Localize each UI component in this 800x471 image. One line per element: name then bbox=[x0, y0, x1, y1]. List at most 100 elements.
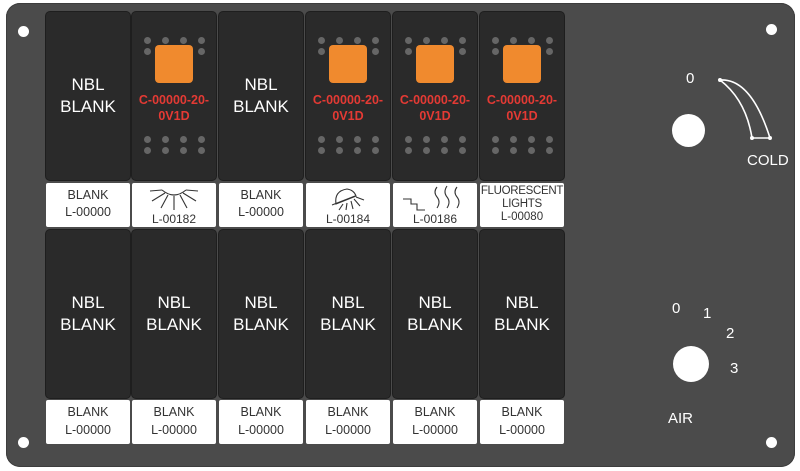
air-position-0: 0 bbox=[672, 300, 681, 317]
temperature-scale-wedge bbox=[717, 78, 772, 140]
indicator-dot bbox=[510, 147, 517, 154]
switch-bottom-2[interactable]: NBL BLANK bbox=[132, 230, 216, 398]
indicator-dot bbox=[180, 136, 187, 143]
indicator-dot bbox=[405, 37, 412, 44]
switch-blank-text: NBL BLANK bbox=[146, 293, 202, 334]
switch-bottom-4[interactable]: NBL BLANK bbox=[306, 230, 390, 398]
label-bottom-3: BLANK L-00000 bbox=[219, 400, 303, 444]
indicator-dot bbox=[423, 147, 430, 154]
indicator-dot bbox=[441, 136, 448, 143]
indicator-dot bbox=[162, 136, 169, 143]
label-line2: L-00000 bbox=[325, 423, 371, 437]
switch-top-2[interactable]: C-00000-20- 0V1D bbox=[132, 12, 216, 180]
label-top-1: BLANK L-00000 bbox=[46, 183, 130, 227]
indicator-dot bbox=[405, 147, 412, 154]
label-line2: L-00000 bbox=[238, 423, 284, 437]
indicator-dot bbox=[372, 136, 379, 143]
label-line2: L-00000 bbox=[499, 423, 545, 437]
indicator-dot bbox=[372, 147, 379, 154]
label-top-5: L-00186 bbox=[393, 183, 477, 227]
air-label: AIR bbox=[668, 410, 694, 427]
switch-blank-text: NBL BLANK bbox=[407, 293, 463, 334]
label-line2: L-00000 bbox=[151, 423, 197, 437]
indicator-lamp bbox=[416, 45, 454, 83]
switch-blank-text: NBL BLANK bbox=[494, 293, 550, 334]
switch-blank-text: NBL BLANK bbox=[60, 75, 116, 116]
label-line2: L-00000 bbox=[65, 423, 111, 437]
label-line1: BLANK bbox=[67, 405, 109, 419]
indicator-dot bbox=[198, 37, 205, 44]
indicator-dot bbox=[144, 37, 151, 44]
indicator-dot bbox=[162, 147, 169, 154]
label-line1: BLANK bbox=[153, 405, 195, 419]
indicator-dot bbox=[354, 147, 361, 154]
indicator-dot bbox=[405, 136, 412, 143]
indicator-dot bbox=[198, 147, 205, 154]
indicator-dot bbox=[528, 136, 535, 143]
indicator-dots-bottom bbox=[318, 136, 380, 154]
indicator-dot bbox=[180, 147, 187, 154]
indicator-dot bbox=[546, 48, 553, 55]
label-line2: L-00080 bbox=[500, 211, 544, 223]
indicator-lamp bbox=[329, 45, 367, 83]
dome-light-icon bbox=[331, 188, 365, 211]
label-top-3: BLANK L-00000 bbox=[219, 183, 303, 227]
temperature-knob[interactable] bbox=[672, 114, 705, 147]
label-bottom-2: BLANK L-00000 bbox=[132, 400, 216, 444]
indicator-dot bbox=[528, 37, 535, 44]
air-position-3: 3 bbox=[730, 360, 739, 377]
indicator-dot bbox=[354, 37, 361, 44]
sun-icon bbox=[149, 189, 199, 210]
switch-bottom-6[interactable]: NBL BLANK bbox=[480, 230, 564, 398]
indicator-dot bbox=[441, 147, 448, 154]
indicator-dot bbox=[459, 136, 466, 143]
switch-bottom-3[interactable]: NBL BLANK bbox=[219, 230, 303, 398]
indicator-dot bbox=[198, 48, 205, 55]
steps-heat-icon bbox=[403, 185, 460, 211]
indicator-dot bbox=[336, 37, 343, 44]
air-knob[interactable] bbox=[673, 346, 709, 382]
indicator-dot bbox=[336, 147, 343, 154]
label-line2: L-00000 bbox=[238, 205, 284, 219]
indicator-dot bbox=[423, 37, 430, 44]
switch-bottom-5[interactable]: NBL BLANK bbox=[393, 230, 477, 398]
indicator-dots-bottom bbox=[405, 136, 467, 154]
indicator-dot bbox=[405, 48, 412, 55]
label-line1: BLANK bbox=[240, 405, 282, 419]
switch-blank-text: NBL BLANK bbox=[233, 75, 289, 116]
indicator-dot bbox=[318, 37, 325, 44]
indicator-dot bbox=[528, 147, 535, 154]
part-number: C-00000-20- 0V1D bbox=[138, 93, 210, 123]
switch-top-6[interactable]: C-00000-20- 0V1D bbox=[480, 12, 564, 180]
switch-top-4[interactable]: C-00000-20- 0V1D bbox=[306, 12, 390, 180]
switch-blank-text: NBL BLANK bbox=[320, 293, 376, 334]
indicator-dot bbox=[510, 136, 517, 143]
temp-max-label: COLD bbox=[747, 152, 789, 169]
switch-top-5[interactable]: C-00000-20- 0V1D bbox=[393, 12, 477, 180]
indicator-dot bbox=[144, 136, 151, 143]
label-bottom-5: BLANK L-00000 bbox=[393, 400, 477, 444]
switch-top-3[interactable]: NBL BLANK bbox=[219, 12, 303, 180]
indicator-dot bbox=[198, 136, 205, 143]
switch-top-1[interactable]: NBL BLANK bbox=[46, 12, 130, 180]
label-line1: FLUORESCENT LIGHTS bbox=[480, 185, 564, 210]
label-code: L-00184 bbox=[325, 212, 371, 226]
label-line1: BLANK bbox=[414, 405, 456, 419]
label-line1: BLANK bbox=[67, 188, 109, 202]
label-bottom-6: BLANK L-00000 bbox=[480, 400, 564, 444]
label-code: L-00186 bbox=[412, 212, 458, 226]
indicator-dot bbox=[546, 37, 553, 44]
switch-bottom-1[interactable]: NBL BLANK bbox=[46, 230, 130, 398]
label-top-4: L-00184 bbox=[306, 183, 390, 227]
air-position-2: 2 bbox=[726, 325, 735, 342]
indicator-dot bbox=[510, 37, 517, 44]
indicator-dot bbox=[492, 37, 499, 44]
switch-blank-text: NBL BLANK bbox=[233, 293, 289, 334]
label-line2: L-00000 bbox=[412, 423, 458, 437]
screw-top-right bbox=[766, 24, 777, 35]
indicator-dot bbox=[318, 48, 325, 55]
air-position-1: 1 bbox=[703, 305, 712, 322]
label-bottom-1: BLANK L-00000 bbox=[46, 400, 130, 444]
indicator-dots-bottom bbox=[144, 136, 206, 154]
indicator-dot bbox=[423, 136, 430, 143]
